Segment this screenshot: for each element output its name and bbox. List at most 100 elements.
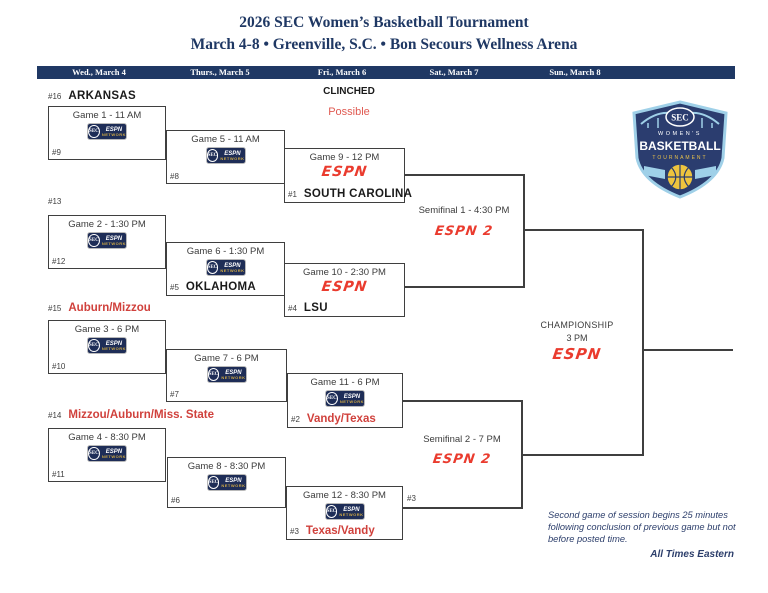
all-times-eastern-note: All Times Eastern [650, 549, 734, 560]
team-south-carolina: SOUTH CAROLINA [303, 188, 413, 200]
espn-logo: ESPN [551, 345, 603, 363]
sec-network-logo: SEC ESPN NETWORK [87, 123, 127, 140]
sf1-advance-line [523, 229, 643, 231]
sec-network-logo: SEC ESPN NETWORK [206, 474, 247, 491]
sf1-right-line [523, 174, 525, 288]
game-11-label: Game 11 - 6 PM [310, 377, 380, 388]
legend-possible: Possible [328, 106, 370, 118]
sec-network-logo: SEC ESPN NETWORK [324, 503, 365, 520]
game-5-label: Game 5 - 11 AM [191, 134, 260, 145]
game-7-label: Game 7 - 6 PM [194, 353, 259, 364]
game-6-winner-slot: #5 OKLAHOMA [170, 281, 257, 293]
game-11-winner-slot: #2 Vandy/Texas [291, 413, 376, 425]
game-2-label: Game 2 - 1:30 PM [68, 219, 146, 230]
game-9-label: Game 9 - 12 PM [309, 152, 380, 163]
day-wed: Wed., March 4 [72, 67, 126, 77]
game-3-label: Game 3 - 6 PM [74, 324, 140, 335]
slot-16-arkansas: #16 ARKANSAS [48, 90, 136, 102]
game-10-box: Game 10 - 2:30 PM ESPN #4 LSU [284, 263, 405, 317]
espn2-logo: ESPN 2 [431, 452, 493, 467]
game-8-label: Game 8 - 8:30 PM [187, 461, 266, 472]
sec-shield-icon: SEC [88, 234, 100, 247]
espn2-logo: ESPN 2 [433, 224, 495, 239]
sf1-bottom-line [405, 286, 525, 288]
sec-network-text: ESPN NETWORK [339, 393, 364, 404]
sec-shield-icon: SEC [88, 125, 100, 138]
game-8-winner-slot: #6 [171, 496, 180, 505]
game-4-bottom-slot: #11 [52, 470, 65, 479]
slot-15-auburn-mizzou: #15 Auburn/Mizzou [48, 302, 151, 314]
game-7-box: Game 7 - 6 PM SEC ESPN NETWORK #7 [166, 349, 287, 402]
sec-shield-icon: SEC [88, 339, 100, 352]
game-2-box: Game 2 - 1:30 PM SEC ESPN NETWORK #12 [48, 215, 166, 269]
sec-network-logo: SEC ESPN NETWORK [206, 366, 247, 383]
team-texas-vandy: Texas/Vandy [305, 525, 375, 537]
legend-clinched: CLINCHED [323, 86, 375, 97]
game-5-box: Game 5 - 11 AM SEC ESPN NETWORK #8 [166, 130, 285, 184]
page-subtitle: March 4-8 • Greenville, S.C. • Bon Secou… [190, 36, 578, 53]
sec-network-text: ESPN NETWORK [101, 235, 126, 246]
sec-network-logo: SEC ESPN NETWORK [87, 445, 127, 462]
team-mizzou-auburn-missstate: Mizzou/Auburn/Miss. State [68, 409, 215, 421]
game-2-bottom-slot: #12 [52, 257, 66, 266]
seed-13: #13 [48, 197, 62, 206]
footnote-text: Second game of session begins 25 minutes… [548, 510, 736, 545]
sec-network-text: ESPN NETWORK [220, 150, 245, 161]
team-auburn-mizzou: Auburn/Mizzou [68, 302, 151, 314]
sec-womens-basketball-tournament-logo: SEC WOMEN'S BASKETBALL TOURNAMENT [632, 100, 728, 199]
sec-shield-icon: SEC [206, 149, 219, 162]
sec-network-text: ESPN NETWORK [101, 126, 126, 137]
sec-network-text: ESPN NETWORK [221, 477, 246, 488]
game-10-winner-slot: #4 LSU [288, 302, 328, 314]
logo-basketball-text: BASKETBALL [639, 139, 720, 153]
day-thurs: Thurs., March 5 [190, 67, 250, 77]
game-12-winner-slot: #3 Texas/Vandy [290, 525, 375, 537]
game-12-box: Game 12 - 8:30 PM SEC ESPN NETWORK #3 Te… [286, 486, 403, 540]
sf1-top-line [405, 174, 525, 176]
game-9-box: Game 9 - 12 PM ESPN #1 SOUTH CAROLINA [284, 148, 412, 203]
game-1-box: Game 1 - 11 AM SEC ESPN NETWORK #9 [48, 106, 166, 160]
sec-network-logo: SEC ESPN NETWORK [87, 337, 127, 354]
game-8-box: Game 8 - 8:30 PM SEC ESPN NETWORK #6 [167, 457, 286, 508]
game-1-label: Game 1 - 11 AM [72, 110, 142, 121]
sec-shield-icon: SEC [206, 261, 219, 274]
championship-left-line [642, 229, 644, 456]
day-header-bar [37, 66, 735, 79]
game-6-label: Game 6 - 1:30 PM [186, 246, 265, 257]
game-4-label: Game 4 - 8:30 PM [68, 432, 146, 443]
page-title: 2026 SEC Women’s Basketball Tournament [239, 14, 529, 31]
logo-tournament-text: TOURNAMENT [652, 155, 707, 161]
slot-13: #13 [48, 197, 61, 206]
team-lsu: LSU [303, 302, 328, 314]
espn-logo: ESPN [320, 279, 369, 295]
game-9-winner-slot: #1 SOUTH CAROLINA [288, 188, 413, 200]
sec-shield-icon: SEC [207, 476, 220, 489]
seed-15: #15 [48, 304, 62, 313]
basketball-lines [667, 164, 693, 190]
sec-shield-icon: SEC [207, 368, 220, 381]
game-7-winner-slot: #7 [170, 390, 179, 399]
espn-logo: ESPN [320, 164, 369, 180]
game-12-label: Game 12 - 8:30 PM [303, 490, 386, 501]
logo-sec-text: SEC [671, 113, 689, 123]
team-vandy-texas: Vandy/Texas [306, 413, 376, 425]
seed-16: #16 [48, 92, 62, 101]
sec-network-text: ESPN NETWORK [220, 262, 245, 273]
team-oklahoma: OKLAHOMA [185, 281, 257, 293]
trumpet-left-icon [644, 166, 665, 179]
sf2-bottom-line [403, 507, 523, 509]
sec-network-text: ESPN NETWORK [221, 369, 246, 380]
game-11-box: Game 11 - 6 PM SEC ESPN NETWORK #2 Vandy… [287, 373, 403, 428]
game-3-box: Game 3 - 6 PM SEC ESPN NETWORK #10 [48, 320, 166, 374]
sf2-bottom-seed: #3 [407, 494, 416, 503]
championship-label: CHAMPIONSHIP [540, 320, 614, 330]
sec-network-logo: SEC ESPN NETWORK [205, 259, 246, 276]
game-10-label: Game 10 - 2:30 PM [303, 267, 386, 278]
day-sat: Sat., March 7 [429, 67, 479, 77]
seed-14: #14 [48, 411, 62, 420]
day-fri: Fri., March 6 [317, 67, 367, 77]
sec-network-logo: SEC ESPN NETWORK [205, 147, 246, 164]
sf2-top-line [403, 400, 523, 402]
sec-network-logo: SEC ESPN NETWORK [325, 390, 365, 407]
sec-shield-icon: SEC [88, 447, 100, 460]
